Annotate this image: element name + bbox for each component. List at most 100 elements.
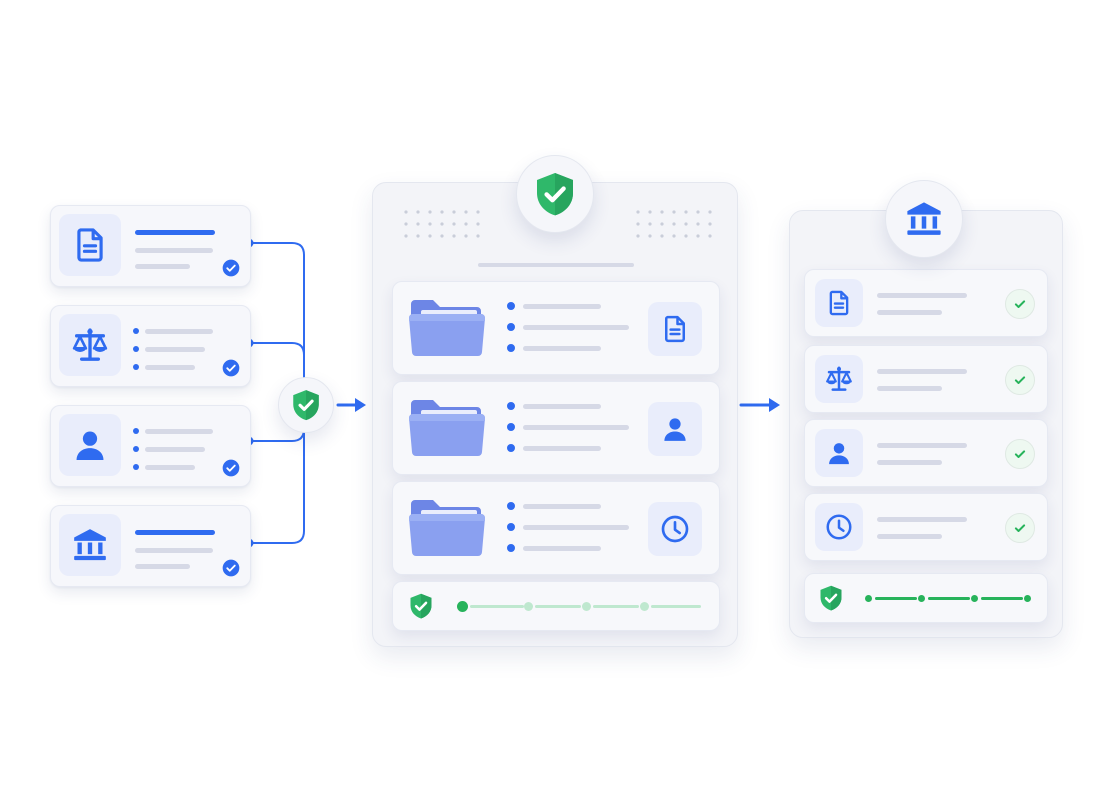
bullet xyxy=(133,346,139,352)
progress-step-done xyxy=(865,595,872,602)
check-icon xyxy=(1011,519,1029,537)
placeholder-line xyxy=(877,534,942,539)
placeholder-line xyxy=(877,443,967,448)
progress-track xyxy=(875,597,917,600)
output-header-bank xyxy=(885,180,963,258)
bullet xyxy=(133,328,139,334)
input-card-document[interactable] xyxy=(50,205,251,287)
bullet xyxy=(507,402,515,410)
icon-tile xyxy=(815,503,863,551)
clock-icon xyxy=(659,513,691,545)
status-badge xyxy=(1005,365,1035,395)
placeholder-line xyxy=(877,310,942,315)
icon-tile xyxy=(815,355,863,403)
person-icon xyxy=(825,439,853,467)
check-icon xyxy=(1011,371,1029,389)
progress-step xyxy=(524,602,533,611)
progress-track xyxy=(651,605,701,608)
bank-icon xyxy=(70,525,110,565)
placeholder-line xyxy=(135,548,213,553)
person-icon xyxy=(660,414,690,444)
icon-tile xyxy=(648,502,702,556)
output-row[interactable] xyxy=(804,493,1048,561)
document-icon xyxy=(71,226,109,264)
output-progress-row xyxy=(804,573,1048,623)
icon-tile xyxy=(815,279,863,327)
progress-step-done xyxy=(971,595,978,602)
processing-row[interactable] xyxy=(392,381,720,475)
placeholder-line xyxy=(523,346,601,351)
folder-icon xyxy=(407,395,487,461)
check-badge-icon xyxy=(221,258,241,278)
bullet xyxy=(507,523,515,531)
check-badge-icon xyxy=(221,558,241,578)
bullet xyxy=(507,302,515,310)
arrow-right-icon xyxy=(739,398,780,412)
folder-icon xyxy=(407,295,487,361)
document-icon xyxy=(825,289,853,317)
panel-title-placeholder xyxy=(478,263,634,267)
check-badge-icon xyxy=(221,358,241,378)
scales-icon xyxy=(70,325,110,365)
status-badge xyxy=(1005,289,1035,319)
output-row[interactable] xyxy=(804,419,1048,487)
placeholder-line xyxy=(877,369,967,374)
progress-track xyxy=(535,605,581,608)
processing-header-shield xyxy=(516,155,594,233)
placeholder-line xyxy=(145,365,195,370)
bullet xyxy=(507,544,515,552)
status-badge xyxy=(1005,513,1035,543)
bullet xyxy=(507,502,515,510)
output-row[interactable] xyxy=(804,269,1048,337)
placeholder-line xyxy=(523,404,601,409)
placeholder-line xyxy=(135,264,190,269)
placeholder-line xyxy=(145,465,195,470)
processing-progress-row xyxy=(392,581,720,631)
bullet xyxy=(133,464,139,470)
progress-track xyxy=(470,605,524,608)
arrow-right-icon xyxy=(336,398,366,412)
processing-row[interactable] xyxy=(392,481,720,575)
output-panel xyxy=(789,210,1063,638)
icon-tile xyxy=(59,314,121,376)
input-card-bank[interactable] xyxy=(50,505,251,587)
icon-tile xyxy=(815,429,863,477)
input-card-scales[interactable] xyxy=(50,305,251,387)
icon-tile xyxy=(59,514,121,576)
placeholder-line xyxy=(523,525,629,530)
processing-panel xyxy=(372,182,738,647)
heading-line xyxy=(135,230,215,235)
placeholder-line xyxy=(145,347,205,352)
clock-icon xyxy=(824,512,854,542)
progress-track xyxy=(593,605,639,608)
check-badge-icon xyxy=(221,458,241,478)
person-icon xyxy=(71,426,109,464)
bullet xyxy=(133,446,139,452)
placeholder-line xyxy=(145,329,213,334)
bullet xyxy=(507,423,515,431)
check-icon xyxy=(1011,295,1029,313)
bullet xyxy=(507,323,515,331)
check-icon xyxy=(1011,445,1029,463)
progress-step-done xyxy=(1024,595,1031,602)
icon-tile xyxy=(59,414,121,476)
placeholder-line xyxy=(523,325,629,330)
progress-step-done xyxy=(457,601,468,612)
bullet xyxy=(133,428,139,434)
input-card-person[interactable] xyxy=(50,405,251,487)
processing-row[interactable] xyxy=(392,281,720,375)
dot-grid-right xyxy=(636,210,712,238)
placeholder-line xyxy=(135,564,190,569)
connector-shield xyxy=(278,377,334,433)
placeholder-line xyxy=(145,429,213,434)
output-row[interactable] xyxy=(804,345,1048,413)
bullet xyxy=(507,344,515,352)
placeholder-line xyxy=(523,546,601,551)
placeholder-line xyxy=(135,248,213,253)
progress-track xyxy=(981,597,1023,600)
shield-check-icon xyxy=(407,592,435,620)
progress-step xyxy=(640,602,649,611)
placeholder-line xyxy=(523,504,601,509)
progress-step-done xyxy=(918,595,925,602)
shield-check-icon xyxy=(817,584,845,612)
